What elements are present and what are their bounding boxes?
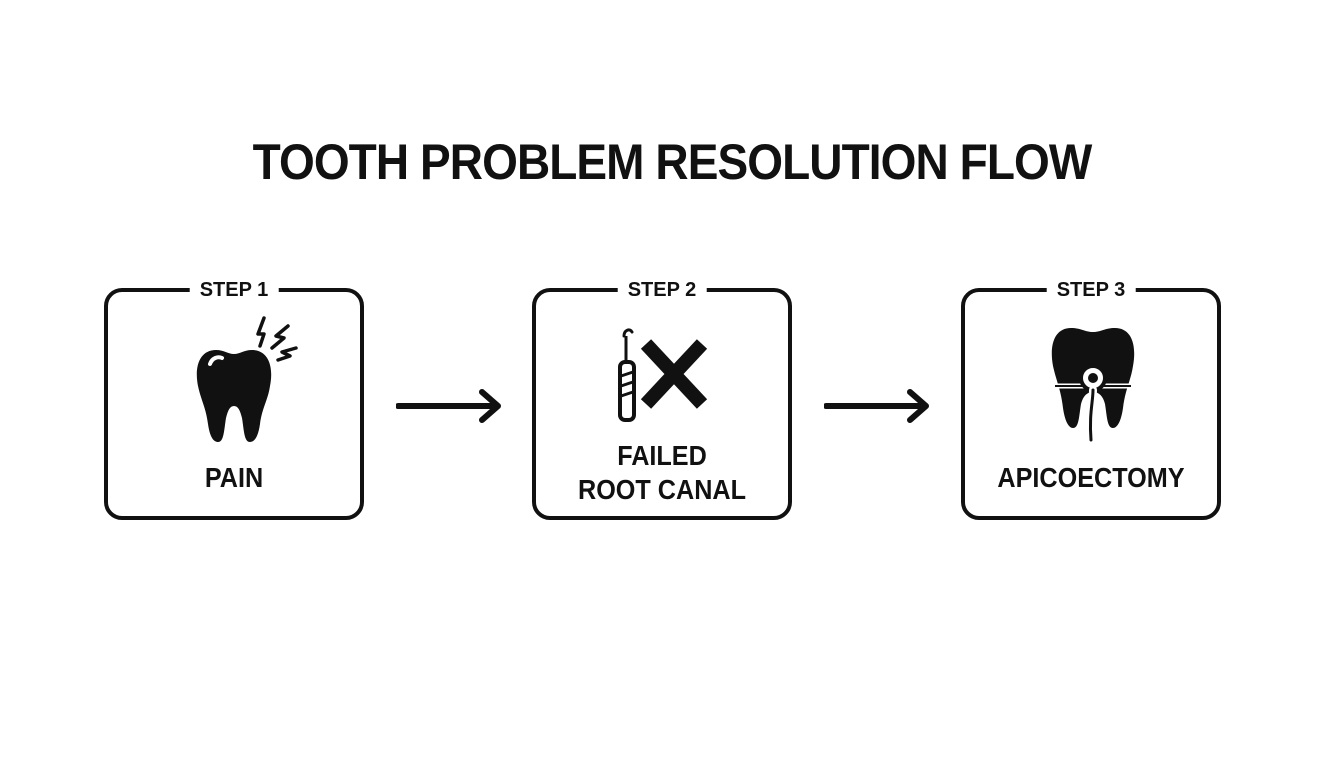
step-1-box: STEP 1 PAIN (104, 278, 364, 520)
step-2-label: STEP 2 (617, 278, 707, 302)
step-2-caption-line1: FAILED (617, 440, 707, 471)
failed-root-canal-icon (618, 328, 708, 422)
step-3-box: STEP 3 APICOECTOMY (961, 278, 1221, 520)
diagram-title: TOOTH PROBLEM RESOLUTION FLOW (252, 134, 1093, 190)
tooth-pain-icon (196, 316, 298, 442)
arrow-right-icon (396, 389, 501, 423)
step-2-box: STEP 2 FAILED ROOT CANAL (532, 278, 792, 520)
step-2-caption-line2: ROOT CANAL (578, 474, 746, 505)
apicoectomy-icon (1051, 328, 1135, 444)
step-3-label: STEP 3 (1046, 278, 1136, 302)
step-1-caption: PAIN (204, 462, 264, 493)
step-3-caption: APICOECTOMY (997, 462, 1185, 493)
step-1-label: STEP 1 (189, 278, 279, 302)
arrow-right-icon (824, 389, 929, 423)
